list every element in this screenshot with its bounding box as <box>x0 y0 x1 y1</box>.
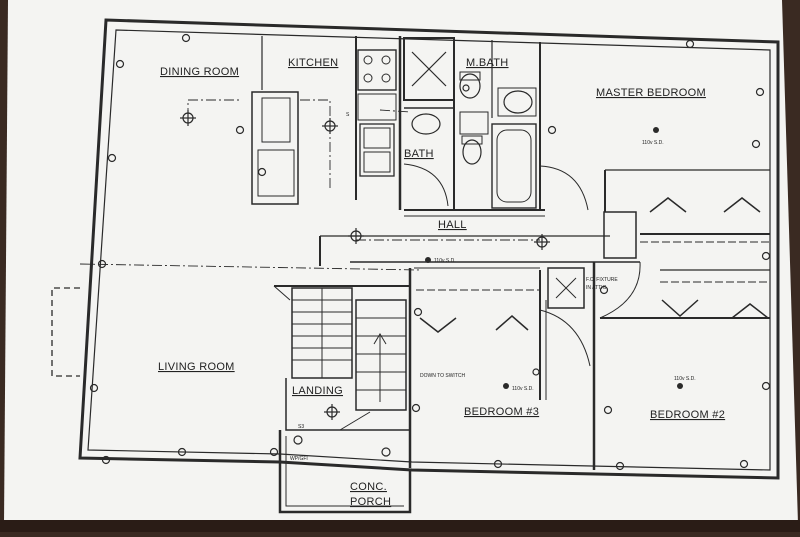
porch-wall <box>278 430 412 514</box>
kitchen-sink <box>359 123 395 177</box>
label-landing: LANDING <box>292 385 343 397</box>
note-down-switch: DOWN TO SWITCH <box>420 373 465 379</box>
note-fixture-2: IN ATTIC <box>586 285 607 291</box>
bath-door-swing <box>403 163 449 207</box>
label-porch-2: PORCH <box>350 496 391 508</box>
left-bay-dashed <box>51 287 80 377</box>
label-bedroom-3: BEDROOM #3 <box>464 406 539 418</box>
note-bed3-sd: 110v S.D. <box>512 386 534 392</box>
label-mbath: M.BATH <box>466 57 509 69</box>
paper-shadow-bottom <box>0 520 800 532</box>
kitchen-island <box>251 91 299 205</box>
label-bedroom-2: BEDROOM #2 <box>650 409 725 421</box>
outer-wall-outer <box>78 18 780 480</box>
note-wp-gfi: WP/GFI <box>290 456 308 462</box>
stove <box>357 49 397 91</box>
label-bath: BATH <box>404 148 434 160</box>
attic-fixture-box <box>547 267 585 309</box>
bath-toilet <box>462 139 482 165</box>
mbath-toilet <box>459 73 481 99</box>
label-living-room: LIVING ROOM <box>158 361 235 373</box>
wall-lines <box>51 18 780 514</box>
outlet-symbols <box>89 33 771 471</box>
label-hall: HALL <box>438 219 467 231</box>
note-fixture-1: F.C. FIXTURE <box>586 277 618 283</box>
label-master-bedroom: MASTER BEDROOM <box>596 87 706 99</box>
label-dining-room: DINING ROOM <box>160 66 239 78</box>
note-master-sd: 110v S.D. <box>642 140 664 146</box>
porch-wall-inner <box>285 436 404 507</box>
light-fixtures <box>180 110 550 420</box>
mbath-sink <box>503 90 533 114</box>
bath-sink <box>411 113 441 135</box>
note-bed2-sd: 110v S.D. <box>674 376 696 382</box>
note-switch-s: S <box>346 112 350 118</box>
note-hall-sd: 110v S.D. <box>434 258 456 264</box>
bathtub <box>491 123 537 209</box>
outer-wall-inner <box>87 29 771 471</box>
smoke-detectors <box>425 127 683 389</box>
label-kitchen: KITCHEN <box>288 57 338 69</box>
label-porch-1: CONC. <box>350 481 387 493</box>
note-switch-s3: S3 <box>298 424 304 430</box>
